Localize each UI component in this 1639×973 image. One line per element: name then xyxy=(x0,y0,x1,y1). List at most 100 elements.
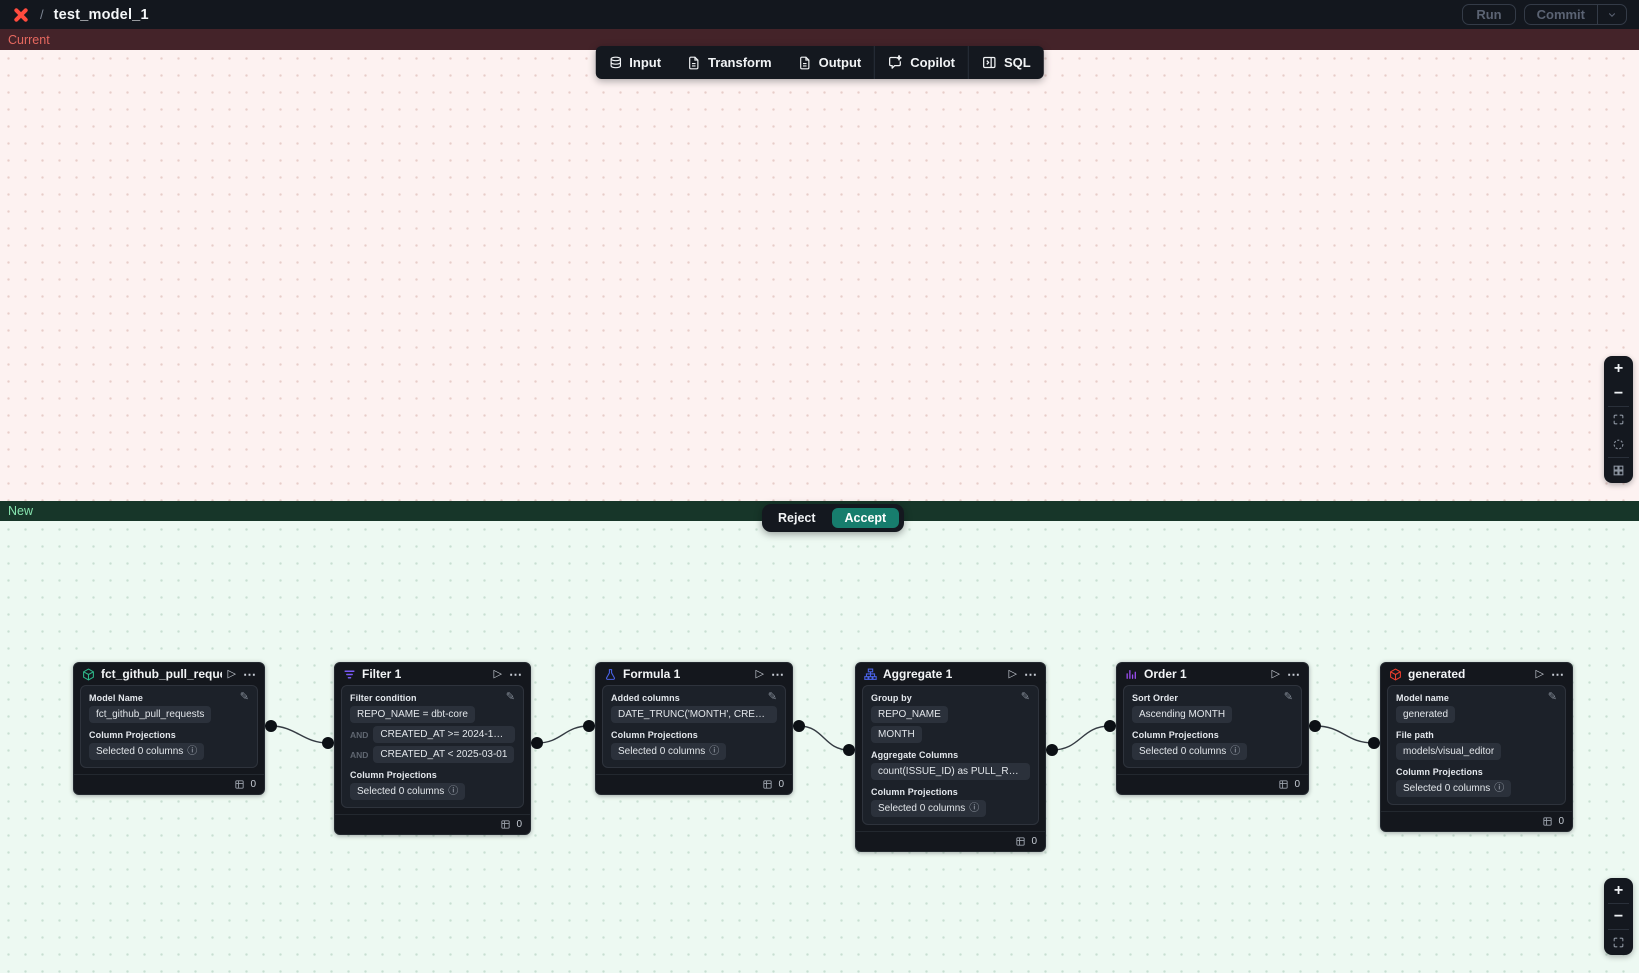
value-chip[interactable]: REPO_NAME xyxy=(871,706,948,723)
info-icon[interactable]: ⓘ xyxy=(969,803,980,814)
value-chip[interactable]: REPO_NAME = dbt-core xyxy=(350,706,475,723)
commit-dropdown-button[interactable] xyxy=(1597,5,1626,24)
viewport-lock-button[interactable] xyxy=(1604,432,1633,457)
preview-rows-button[interactable]: 0 xyxy=(74,774,264,794)
info-icon[interactable]: ⓘ xyxy=(1494,783,1505,794)
new-panel-label: New xyxy=(8,504,34,518)
preview-rows-button[interactable]: 0 xyxy=(856,831,1045,851)
value-chip[interactable]: count(ISSUE_ID) as PULL_REQUEST_… xyxy=(871,763,1030,780)
layout-grid-button[interactable] xyxy=(1604,458,1633,483)
sql-panel-button[interactable]: SQL xyxy=(969,46,1044,79)
row-count: 0 xyxy=(1558,816,1564,827)
node-filter-1[interactable]: Filter 1 ▷ ⋯ ✎ Filter condition REPO_NAM… xyxy=(334,662,531,835)
more-options-icon[interactable]: ⋯ xyxy=(1024,666,1037,682)
edit-icon[interactable]: ✎ xyxy=(1020,691,1030,703)
node-config-card: ✎ Added columns DATE_TRUNC('MONTH', CREA… xyxy=(602,685,786,768)
more-options-icon[interactable]: ⋯ xyxy=(1551,666,1564,682)
edit-icon[interactable]: ✎ xyxy=(767,691,777,703)
commit-split-button[interactable]: Commit xyxy=(1523,4,1627,25)
copilot-button[interactable]: Copilot xyxy=(875,46,968,79)
reject-button[interactable]: Reject xyxy=(778,511,816,525)
node-header[interactable]: Formula 1 ▷ ⋯ xyxy=(596,663,792,685)
value-chip[interactable]: fct_github_pull_requests xyxy=(89,706,212,723)
node-header[interactable]: Filter 1 ▷ ⋯ xyxy=(335,663,530,685)
controls-separator xyxy=(1608,929,1629,930)
info-icon[interactable]: ⓘ xyxy=(448,786,459,797)
info-icon[interactable]: ⓘ xyxy=(1230,746,1241,757)
flask-icon xyxy=(604,668,617,681)
preview-rows-button[interactable]: 0 xyxy=(1381,811,1572,831)
row-count: 0 xyxy=(250,779,256,790)
more-options-icon[interactable]: ⋯ xyxy=(509,666,522,682)
value-chip[interactable]: DATE_TRUNC('MONTH', CREATED_AT… xyxy=(611,706,777,723)
info-icon[interactable]: ⓘ xyxy=(709,746,720,757)
preview-rows-button[interactable]: 0 xyxy=(335,814,530,834)
play-icon[interactable]: ▷ xyxy=(1008,667,1017,680)
add-transform-button[interactable]: Transform xyxy=(674,46,785,79)
node-fct-github-pull-requests[interactable]: fct_github_pull_requests ▷ ⋯ ✎ Model Nam… xyxy=(73,662,265,795)
edit-icon[interactable]: ✎ xyxy=(505,691,515,703)
value-chip[interactable]: generated xyxy=(1396,706,1456,723)
play-icon[interactable]: ▷ xyxy=(493,667,502,680)
add-input-button[interactable]: Input xyxy=(595,46,674,79)
accept-button[interactable]: Accept xyxy=(831,508,900,528)
field-label: Model Name xyxy=(89,693,144,703)
sitemap-icon xyxy=(864,668,877,681)
top-bar: / test_model_1 Run Commit xyxy=(0,0,1639,29)
table-icon xyxy=(501,820,511,829)
value-chip[interactable]: CREATED_AT >= 2024-12-01 xyxy=(373,726,515,743)
value-chip[interactable]: Ascending MONTH xyxy=(1132,706,1233,723)
value-chip[interactable]: MONTH xyxy=(871,726,922,743)
field-label: Group by xyxy=(871,693,912,703)
node-config-card: ✎ Model name generated File path models/… xyxy=(1387,685,1566,805)
value-chip[interactable]: models/visual_editor xyxy=(1396,743,1502,760)
chevron-down-icon xyxy=(1608,12,1616,17)
commit-button[interactable]: Commit xyxy=(1536,7,1585,22)
output-button-label: Output xyxy=(818,55,862,70)
add-output-button[interactable]: Output xyxy=(785,46,875,79)
node-order-1[interactable]: Order 1 ▷ ⋯ ✎ Sort Order Ascending MONTH… xyxy=(1116,662,1309,795)
zoom-in-button[interactable]: + xyxy=(1613,359,1624,377)
node-formula-1[interactable]: Formula 1 ▷ ⋯ ✎ Added columns DATE_TRUNC… xyxy=(595,662,793,795)
info-icon[interactable]: ⓘ xyxy=(187,746,198,757)
more-options-icon[interactable]: ⋯ xyxy=(771,666,784,682)
preview-rows-button[interactable]: 0 xyxy=(596,774,792,794)
node-header[interactable]: fct_github_pull_requests ▷ ⋯ xyxy=(74,663,264,685)
node-generated[interactable]: generated ▷ ⋯ ✎ Model name generated Fil… xyxy=(1380,662,1573,832)
zoom-out-button[interactable]: − xyxy=(1613,907,1624,925)
edit-icon[interactable]: ✎ xyxy=(1283,691,1293,703)
edit-icon[interactable]: ✎ xyxy=(239,691,249,703)
fit-view-icon xyxy=(1613,937,1624,948)
node-header[interactable]: generated ▷ ⋯ xyxy=(1381,663,1572,685)
fit-view-button[interactable] xyxy=(1604,930,1633,955)
node-title: fct_github_pull_requests xyxy=(101,667,222,681)
preview-rows-button[interactable]: 0 xyxy=(1117,774,1308,794)
dbt-logo-icon[interactable] xyxy=(12,6,30,24)
zoom-in-button[interactable]: + xyxy=(1613,881,1624,899)
more-options-icon[interactable]: ⋯ xyxy=(1287,666,1300,682)
page-title: test_model_1 xyxy=(53,6,149,23)
more-options-icon[interactable]: ⋯ xyxy=(243,666,256,682)
node-header[interactable]: Order 1 ▷ ⋯ xyxy=(1117,663,1308,685)
grid-icon xyxy=(1613,465,1624,476)
value-chip[interactable]: CREATED_AT < 2025-03-01 xyxy=(373,746,515,763)
zoom-out-button[interactable]: − xyxy=(1613,384,1624,402)
play-icon[interactable]: ▷ xyxy=(755,667,764,680)
fit-view-button[interactable] xyxy=(1604,407,1633,432)
play-icon[interactable]: ▷ xyxy=(1271,667,1280,680)
node-aggregate-1[interactable]: Aggregate 1 ▷ ⋯ ✎ Group by REPO_NAME MON… xyxy=(855,662,1046,852)
run-button[interactable]: Run xyxy=(1462,4,1516,25)
current-model-canvas[interactable] xyxy=(0,50,1639,501)
play-icon[interactable]: ▷ xyxy=(1535,667,1544,680)
and-operator-label: AND xyxy=(350,729,369,740)
node-header[interactable]: Aggregate 1 ▷ ⋯ xyxy=(856,663,1045,685)
play-icon[interactable]: ▷ xyxy=(227,667,236,680)
sql-panel-icon xyxy=(983,56,996,69)
edit-icon[interactable]: ✎ xyxy=(1547,691,1557,703)
